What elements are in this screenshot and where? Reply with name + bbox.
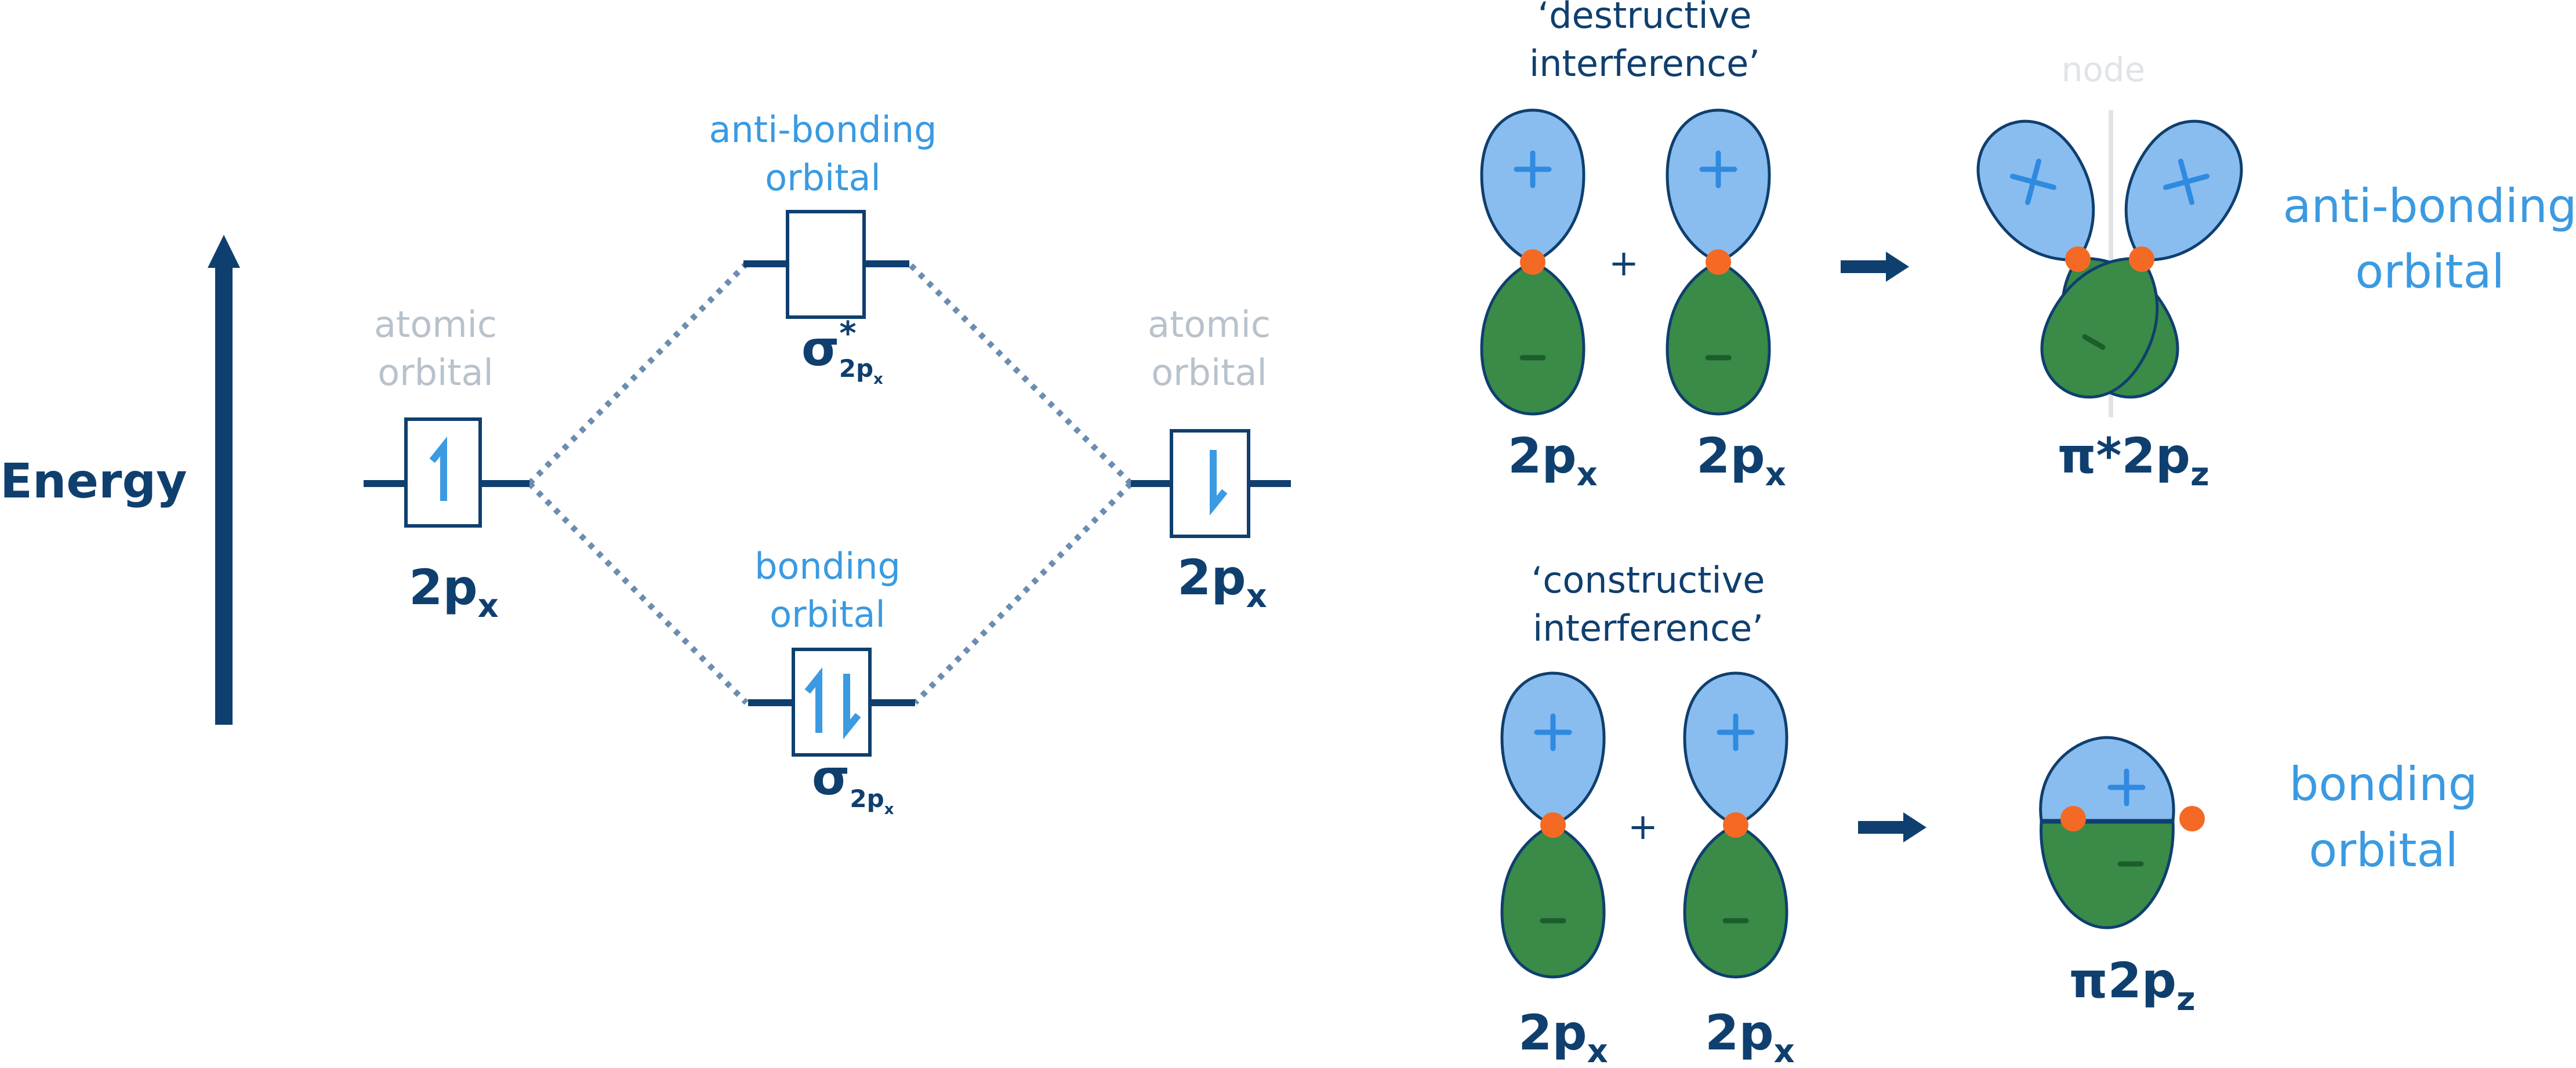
energy-arrow: [208, 235, 240, 725]
bonding-side-caption-2: orbital: [2309, 823, 2458, 877]
right-atomic-label: 2px: [1177, 549, 1267, 615]
p-orbital-2: [1667, 110, 1769, 414]
correlation-lines: [527, 261, 1133, 705]
spin-up-arrow: [429, 436, 447, 501]
destructive-caption-1: ‘destructive: [1537, 0, 1751, 37]
left-atomic-label: 2px: [409, 559, 499, 625]
constructive-orbital-1-label: 2px: [1518, 1004, 1608, 1068]
left-atomic-caption-2: orbital: [378, 351, 494, 394]
right-atomic-caption-2: orbital: [1151, 351, 1267, 394]
energy-axis-label: Energy: [0, 454, 187, 509]
reaction-arrow: [1841, 252, 1909, 282]
bonding-label: σ2px: [812, 749, 894, 818]
destructive-orbital-2-label: 2px: [1696, 427, 1786, 493]
bonding-caption-2: orbital: [770, 593, 886, 635]
antibonding-result-label: π*2pz: [2058, 427, 2209, 493]
mo-energy-diagram: Energy atomic orbital 2px anti-bonding o…: [0, 108, 1291, 818]
spin-down-arrow: [1210, 450, 1228, 516]
constructive-caption-2: interference’: [1533, 607, 1764, 649]
antibonding-side-caption-1: anti-bonding: [2283, 179, 2576, 233]
bonding-caption-1: bonding: [754, 545, 901, 587]
constructive-caption-1: ‘constructive: [1532, 559, 1765, 601]
constructive-orbital-2-label: 2px: [1705, 1004, 1795, 1068]
bonding-side-caption-1: bonding: [2290, 757, 2478, 811]
antibonding-caption-2: orbital: [765, 157, 881, 199]
antibonding-caption-1: anti-bonding: [709, 108, 937, 151]
p-orbital-1: [1482, 110, 1584, 414]
left-atomic-orbital: atomic orbital 2px: [364, 303, 529, 625]
spin-down-arrow: [843, 674, 861, 740]
destructive-interference-panel: ‘destructive interference’ + 2px 2px nod…: [1482, 0, 2576, 493]
plus-sign: +: [1628, 805, 1658, 848]
bonding-pi-orbital: [2039, 736, 2205, 929]
constructive-interference-panel: ‘constructive interference’ + 2px 2px: [1502, 559, 2477, 1068]
plus-sign: +: [1609, 242, 1639, 284]
antibonding-side-caption-2: orbital: [2355, 245, 2504, 299]
antibonding-orbital-box: [786, 210, 866, 319]
antibonding-lobe-right: [2022, 102, 2262, 416]
right-atomic-orbital: atomic orbital 2px: [1131, 303, 1291, 615]
left-atomic-caption-1: atomic: [374, 303, 497, 346]
node-label: node: [2062, 50, 2146, 89]
bonding-mo: bonding orbital σ2px: [748, 545, 915, 818]
destructive-orbital-1-label: 2px: [1508, 427, 1598, 493]
bonding-orbital-box: [792, 648, 872, 757]
p-orbital-4: [1685, 673, 1787, 977]
p-orbital-3: [1502, 673, 1604, 977]
bonding-result-label: π2pz: [2069, 952, 2196, 1018]
antibonding-label: σ*2px: [801, 315, 883, 388]
antibonding-mo: anti-bonding orbital σ*2px: [709, 108, 937, 388]
reaction-arrow: [1858, 812, 1926, 842]
right-atomic-caption-1: atomic: [1148, 303, 1271, 346]
spin-up-arrow: [804, 667, 822, 733]
destructive-caption-2: interference’: [1529, 42, 1760, 85]
